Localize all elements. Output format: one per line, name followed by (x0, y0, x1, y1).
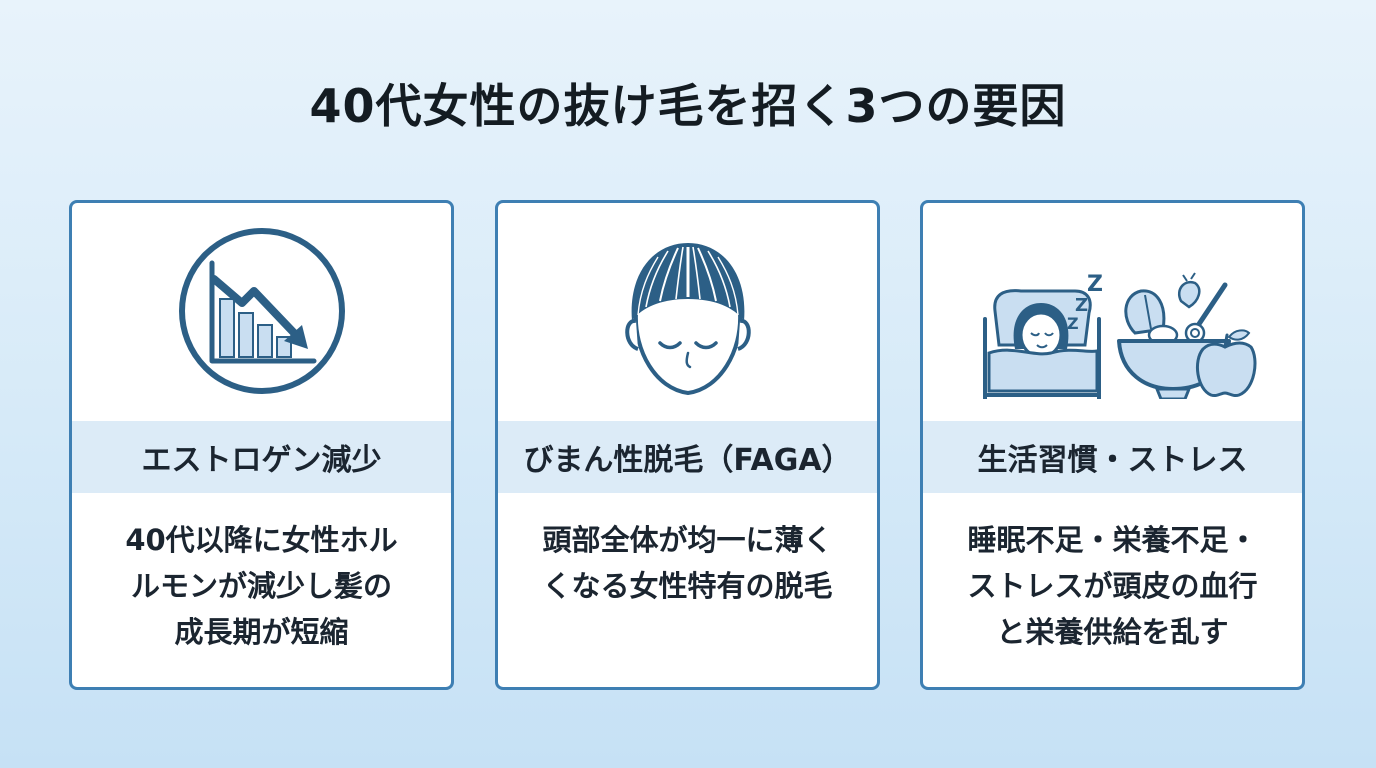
description-line: くなる女性特有の脱毛 (542, 569, 833, 603)
card-description: 40代以降に女性ホル ルモンが減少し髪の 成長期が短縮 (90, 517, 433, 655)
card-estrogen-decline: エストロゲン減少 40代以降に女性ホル ルモンが減少し髪の 成長期が短縮 (69, 200, 454, 690)
description-line: ルモンが減少し髪の (130, 569, 392, 603)
description-line: 頭部全体が均一に薄く (542, 523, 833, 557)
svg-text:Z: Z (1087, 272, 1103, 297)
card-lifestyle-stress: Z Z Z 生活習慣・ストレス 睡眠不足・栄養不足・ ストレスが頭皮 (920, 200, 1305, 690)
svg-text:Z: Z (1067, 314, 1079, 333)
description-line: ストレスが頭皮の血行 (967, 569, 1258, 603)
card-heading: 生活習慣・ストレス (923, 421, 1302, 493)
page-title: 40代女性の抜け毛を招く3つの要因 (309, 79, 1067, 133)
card-description: 頭部全体が均一に薄く くなる女性特有の脱毛 (516, 517, 859, 609)
card-icon-area: Z Z Z (923, 221, 1302, 417)
card-description: 睡眠不足・栄養不足・ ストレスが頭皮の血行 と栄養供給を乱す (941, 517, 1284, 655)
card-diffuse-hair-loss: びまん性脱毛（FAGA） 頭部全体が均一に薄く くなる女性特有の脱毛 (495, 200, 880, 690)
card-icon-area (72, 221, 451, 417)
sleep-and-food-icon: Z Z Z (982, 272, 1256, 399)
svg-text:Z: Z (1075, 295, 1088, 316)
card-heading: エストロゲン減少 (72, 421, 451, 493)
card-icon-area (498, 221, 877, 417)
description-line: と栄養供給を乱す (996, 615, 1229, 649)
declining-chart-icon (178, 228, 345, 394)
thinning-hair-head-icon (624, 243, 751, 395)
card-heading: びまん性脱毛（FAGA） (498, 421, 877, 493)
description-line: 40代以降に女性ホル (125, 523, 398, 557)
description-line: 成長期が短縮 (174, 615, 349, 649)
description-line: 睡眠不足・栄養不足・ (967, 523, 1258, 557)
